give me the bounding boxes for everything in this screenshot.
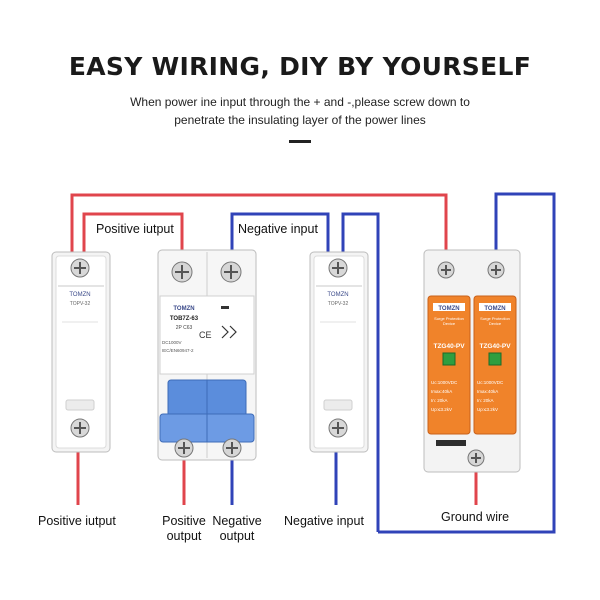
- spd-left-indicator: [442, 352, 456, 366]
- spd-left-in: In: 20kA: [431, 398, 448, 403]
- label-negative-output-line2: output: [219, 529, 255, 543]
- label-positive-output: Positive output: [158, 514, 210, 544]
- spd-left-model: TZG40-PV: [433, 343, 465, 350]
- fuse-left-brand: TOMZN: [69, 292, 90, 298]
- label-negative-output-line1: Negative: [212, 514, 262, 528]
- breaker-brand: TOMZN: [173, 306, 194, 312]
- spd-left-up: Up:≤3.2kV: [431, 407, 452, 412]
- label-positive-input-top: Positive iutput: [96, 222, 174, 236]
- negative-wire-outer: [341, 212, 380, 532]
- spd-right-up: Up:≤3.2kV: [477, 407, 498, 412]
- ce-mark-icon: CE: [199, 330, 212, 340]
- spd-module-left: TOMZN Surge Protection Device TZG40-PV U…: [427, 295, 471, 435]
- label-negative-input-top: Negative input: [238, 222, 318, 236]
- fuse-right-brand: TOMZN: [327, 292, 348, 298]
- subtitle-line-2: penetrate the insulating layer of the po…: [174, 113, 426, 127]
- subtitle-line-1: When power ine input through the + and -…: [130, 95, 470, 109]
- surge-protector: TOMZN Surge Protection Device TZG40-PV U…: [423, 249, 521, 473]
- breaker-symbol-icon: [221, 325, 237, 339]
- label-negative-input-bottom: Negative input: [284, 514, 364, 528]
- title-divider: [289, 140, 311, 143]
- spd-right-brand: TOMZN: [484, 306, 505, 312]
- ground-wire-loop: [378, 192, 556, 534]
- positive-wire-outer: [70, 193, 448, 262]
- spd-left-desc-2: Device: [443, 321, 456, 326]
- fuse-holder-left: TOMZN TOPV-32: [51, 251, 111, 453]
- breaker-spec-1: DC1000V: [162, 340, 182, 345]
- spd-right-imax: Imax:40kA: [477, 389, 498, 394]
- spd-right-uc: Uc:1000VDC: [477, 380, 504, 385]
- breaker-rating: 2P C63: [176, 325, 193, 331]
- fuse-holder-right: TOMZN TOPV-32: [309, 251, 369, 453]
- spd-right-in: In: 20kA: [477, 398, 494, 403]
- spd-left-uc: Uc:1000VDC: [431, 380, 458, 385]
- label-positive-output-line2: output: [166, 529, 202, 543]
- label-negative-output: Negative output: [209, 514, 265, 544]
- spd-right-desc-1: Surge Protection: [480, 316, 510, 321]
- spd-left-brand: TOMZN: [438, 306, 459, 312]
- positive-wire-inner: [82, 212, 184, 262]
- spd-left-desc-1: Surge Protection: [434, 316, 464, 321]
- spd-right-desc-2: Device: [489, 321, 502, 326]
- negative-wire-inner: [230, 212, 330, 262]
- label-ground-wire: Ground wire: [441, 510, 510, 524]
- fuse-right-model: TOPV-32: [328, 301, 349, 307]
- label-positive-output-bottom: Positive iutput: [38, 514, 116, 528]
- spd-right-indicator: [488, 352, 502, 366]
- breaker-model: TOB7Z-63: [170, 316, 199, 322]
- spd-right-model: TZG40-PV: [479, 343, 511, 350]
- breaker-spec-2: IEC/EN60947-2: [162, 348, 194, 353]
- circuit-breaker: TOMZN TOB7Z-63 2P C63 DC1000V IEC/EN6094…: [157, 249, 257, 461]
- spd-module-right: TOMZN Surge Protection Device TZG40-PV U…: [473, 295, 517, 435]
- fuse-left-model: TOPV-32: [70, 301, 91, 307]
- spd-left-imax: Imax:40kA: [431, 389, 452, 394]
- label-positive-output-line1: Positive: [162, 514, 206, 528]
- page-title: EASY WIRING, DIY BY YOURSELF: [68, 52, 532, 81]
